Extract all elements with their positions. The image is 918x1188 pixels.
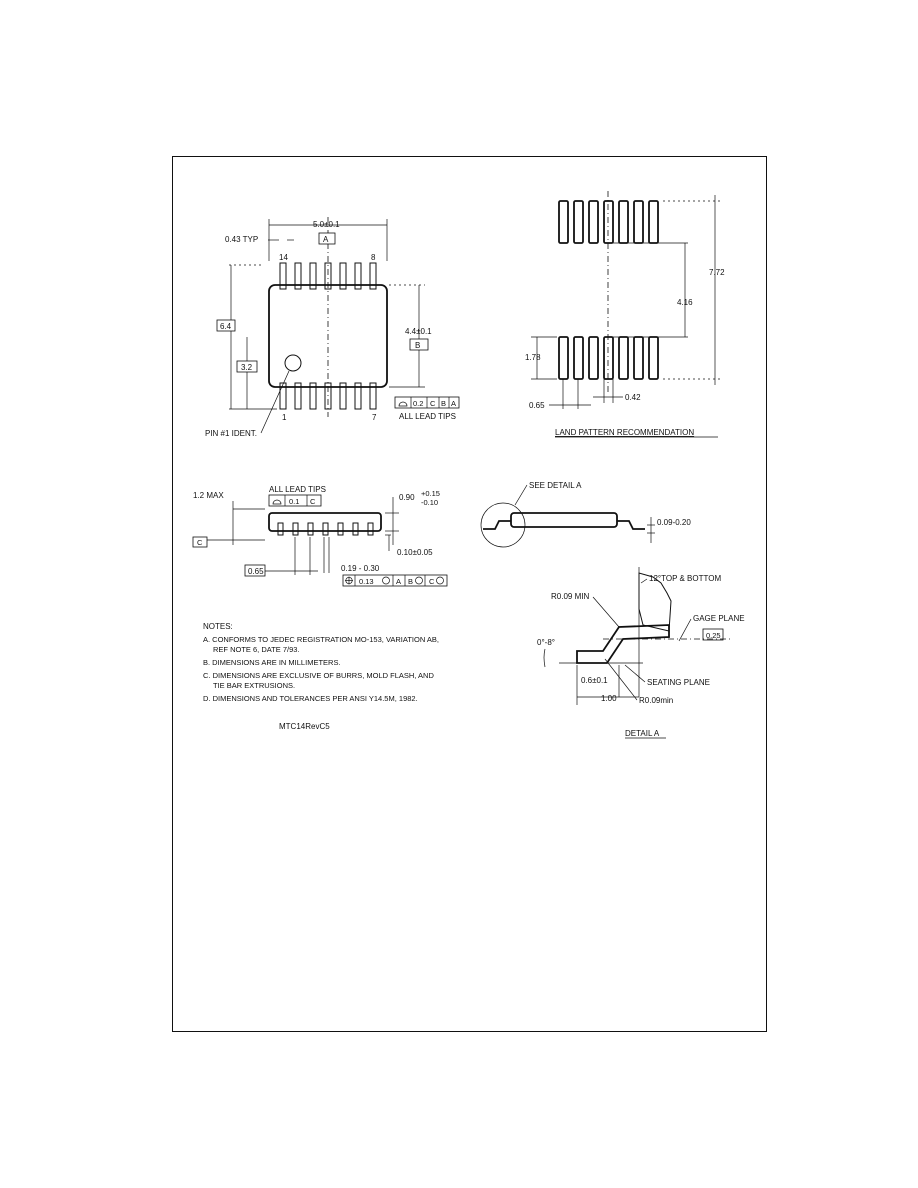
side-body	[268, 512, 382, 532]
detail-angle: 0°-8°	[537, 638, 555, 647]
land-pattern: 7.72 4.16 1.78 0.65 0.42 LAND PATTERN RE…	[525, 191, 725, 438]
note-a-line2: REF NOTE 6, DATE 7/93.	[213, 645, 300, 654]
dim-standoff: 0.10±0.05	[397, 548, 433, 557]
flatness-ref-b: B	[441, 399, 446, 408]
seating-plane-label: SEATING PLANE	[647, 678, 710, 687]
dim-lead-thickness: 0.09-0.20	[657, 518, 691, 527]
datum-c-label: C	[197, 538, 203, 547]
gage-dim: 0.25	[706, 631, 721, 640]
dim-land-width: 0.42	[625, 393, 641, 402]
flatness-ref-a: A	[451, 399, 456, 408]
dim-land-length: 1.78	[525, 353, 541, 362]
detail-foot-length: 0.6±0.1	[581, 676, 608, 685]
side-view: 1.2 MAX ALL LEAD TIPS 0.1 C 0.90 +0.15 -…	[192, 485, 448, 587]
dim-body-width: 4.4±0.1	[405, 327, 432, 336]
detail-a-body	[638, 572, 672, 632]
pin1-ident-label: PIN #1 IDENT.	[205, 429, 257, 438]
dim-land-pitch: 0.65	[529, 401, 545, 410]
position-ref-b: B	[408, 577, 413, 586]
dim-body-thickness: 0.90	[399, 493, 415, 502]
detail-a: 12°TOP & BOTTOM R0.09 MIN GAGE PLANE 0.2…	[537, 567, 745, 739]
dim-pitch: 0.65	[248, 567, 264, 576]
dim-body-length: 5.0±0.1	[313, 220, 340, 229]
dim-land-span: 7.72	[709, 268, 725, 277]
dim-side-lead-width: 0.19 - 0.30	[341, 564, 380, 573]
top-view: 5.0±0.1 A 0.43 TYP 14 8 1 7 6.4 3.2 4.4±…	[205, 217, 460, 438]
detail-a-caption: DETAIL A	[625, 729, 660, 738]
notes-heading: NOTES:	[203, 622, 233, 631]
dim-max-height: 1.2 MAX	[193, 491, 224, 500]
pin-14-label: 14	[279, 253, 288, 262]
flatness-tolerance: 0.2	[413, 399, 423, 408]
notes-block: NOTES: A. CONFORMS TO JEDEC REGISTRATION…	[203, 622, 439, 731]
note-b: B. DIMENSIONS ARE IN MILLIMETERS.	[203, 658, 341, 667]
detail-a-lead	[576, 624, 670, 664]
pin-8-label: 8	[371, 253, 376, 262]
package-outline-drawing: 5.0±0.1 A 0.43 TYP 14 8 1 7 6.4 3.2 4.4±…	[192, 191, 745, 739]
drawing-frame: 5.0±0.1 A 0.43 TYP 14 8 1 7 6.4 3.2 4.4±…	[172, 156, 767, 1032]
position-tolerance: 0.13	[359, 577, 374, 586]
body-tol-plus: +0.15	[421, 489, 440, 498]
body-tol-minus: -0.10	[421, 498, 438, 507]
land-pattern-caption: LAND PATTERN RECOMMENDATION	[555, 428, 694, 437]
dim-half-width: 3.2	[241, 363, 253, 372]
detail-r-min-2: R0.09min	[639, 696, 673, 705]
detail-top-note: 12°TOP & BOTTOM	[649, 574, 721, 583]
position-ref-c: C	[429, 577, 435, 586]
detail-r-min: R0.09 MIN	[551, 592, 589, 601]
dim-land-inner: 4.16	[677, 298, 693, 307]
drawing-id: MTC14RevC5	[279, 722, 330, 731]
end-body	[510, 512, 618, 528]
note-d: D. DIMENSIONS AND TOLERANCES PER ANSI Y1…	[203, 694, 418, 703]
pin1-indicator	[284, 354, 302, 372]
see-detail-a-label: SEE DETAIL A	[529, 481, 582, 490]
end-view: SEE DETAIL A 0.09-0.20	[480, 481, 691, 548]
detail-footprint: 1.00	[601, 694, 617, 703]
detail-a-callout-circle	[480, 502, 526, 548]
datum-a-label: A	[323, 235, 329, 244]
note-c-line2: TIE BAR EXTRUSIONS.	[213, 681, 295, 690]
dim-lead-width: 0.43 TYP	[225, 235, 258, 244]
gage-plane-label: GAGE PLANE	[693, 614, 745, 623]
datum-b-label: B	[415, 341, 420, 350]
position-ref-a: A	[396, 577, 401, 586]
note-c-line1: C. DIMENSIONS ARE EXCLUSIVE OF BURRS, MO…	[203, 671, 434, 680]
pin-7-label: 7	[372, 413, 377, 422]
note-a-line1: A. CONFORMS TO JEDEC REGISTRATION MO-153…	[203, 635, 439, 644]
coplanarity-ref: C	[310, 497, 316, 506]
dim-overall-width: 6.4	[220, 322, 232, 331]
flatness-ref-c: C	[430, 399, 436, 408]
pin-1-label: 1	[282, 413, 287, 422]
side-all-lead-tips: ALL LEAD TIPS	[269, 485, 326, 494]
coplanarity-value: 0.1	[289, 497, 299, 506]
all-lead-tips-label: ALL LEAD TIPS	[399, 412, 456, 421]
